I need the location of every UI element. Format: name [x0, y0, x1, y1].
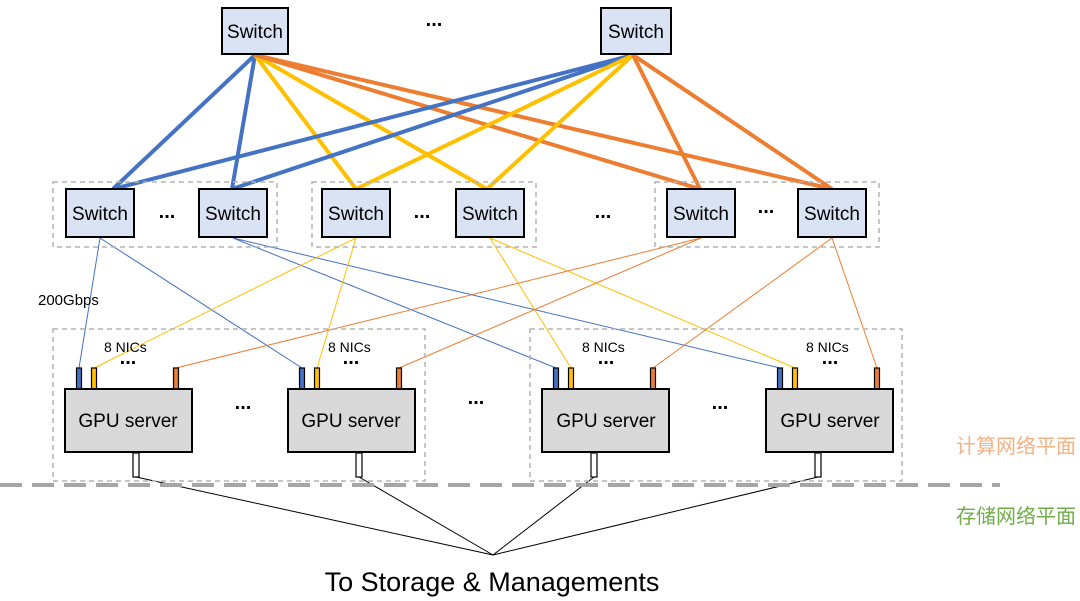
nic-ports — [75, 367, 881, 390]
gpu-server-label: GPU server — [301, 411, 401, 432]
spine-leaf-link — [112, 53, 634, 191]
nic-ellipsis: ... — [822, 347, 839, 369]
leaf-switch[interactable]: Switch — [198, 188, 268, 238]
storage-port — [590, 452, 598, 478]
leaf-nic-link — [652, 237, 833, 369]
storage-link — [492, 476, 819, 556]
leaf-nic-link — [316, 237, 357, 369]
spine-leaf-link — [254, 53, 701, 191]
nic-port — [776, 367, 784, 390]
gpu-server[interactable]: GPU server — [287, 388, 416, 453]
leaf-group-blue — [52, 181, 278, 248]
spine-leaf-link — [111, 53, 257, 191]
spine-switch-label: Switch — [608, 22, 664, 43]
storage-plane-label: 存储网络平面 — [956, 504, 1076, 528]
leaf-switch-label: Switch — [804, 204, 860, 225]
nic-ellipsis: ... — [343, 347, 360, 369]
leaf-nic-link — [232, 237, 557, 369]
storage-link — [492, 476, 595, 556]
nic-port — [172, 367, 180, 390]
storage-link — [358, 476, 494, 556]
spine-leaf-link — [231, 53, 634, 191]
leaf-ellipsis: ... — [758, 196, 775, 218]
nic-ellipsis: ... — [598, 347, 615, 369]
gpu-server[interactable]: GPU server — [765, 388, 894, 453]
storage-ports — [132, 452, 822, 478]
spine-leaf-links — [111, 53, 834, 191]
leaf-nic-link — [398, 237, 702, 369]
spine-leaf-link — [631, 54, 702, 190]
leaf-switch[interactable]: Switch — [321, 188, 391, 238]
leaf-nic-link — [78, 237, 101, 369]
server-groups-ellipsis: ... — [468, 387, 485, 409]
leaf-nic-link — [831, 237, 878, 369]
leaf-ellipsis: ... — [159, 201, 176, 223]
leaf-nic-link — [232, 237, 781, 369]
compute-plane-label: 计算网络平面 — [956, 434, 1076, 458]
leaf-switch[interactable]: Switch — [455, 188, 525, 238]
spine-leaf-link — [253, 53, 358, 191]
nic-port — [567, 367, 575, 390]
storage-port — [814, 452, 822, 478]
nic-port — [395, 367, 403, 390]
server-ellipsis: ... — [712, 392, 729, 414]
leaf-groups-ellipsis: ... — [595, 201, 612, 223]
spine-ellipsis: ... — [426, 9, 443, 31]
leaf-switch[interactable]: Switch — [797, 188, 867, 238]
storage-port — [355, 452, 363, 478]
nic-count-label: 8 NICs — [104, 339, 147, 355]
gpu-server-label: GPU server — [78, 411, 178, 432]
leaf-switch-label: Switch — [205, 204, 261, 225]
server-ellipsis: ... — [235, 392, 252, 414]
nic-port — [298, 367, 306, 390]
leaf-switch-label: Switch — [328, 204, 384, 225]
nic-port — [552, 367, 560, 390]
gpu-server[interactable]: GPU server — [64, 388, 193, 453]
spine-leaf-link — [631, 53, 834, 191]
server-group — [529, 328, 903, 482]
nic-port — [75, 367, 83, 390]
leaf-ellipsis: ... — [414, 201, 431, 223]
leaf-switch[interactable]: Switch — [65, 188, 135, 238]
spine-leaf-link — [485, 53, 635, 191]
leaf-group-yellow — [311, 181, 537, 248]
nic-count-label: 8 NICs — [328, 339, 371, 355]
spine-leaf-link — [230, 54, 257, 190]
nic-port — [791, 367, 799, 390]
leaf-nic-link — [489, 237, 572, 369]
leaf-nic-link — [175, 237, 702, 369]
spine-switch[interactable]: Switch — [221, 7, 289, 55]
nic-ellipsis: ... — [120, 347, 137, 369]
leaf-switch-label: Switch — [72, 204, 128, 225]
nic-count-label: 8 NICs — [806, 339, 849, 355]
nic-port — [90, 367, 98, 390]
nic-port — [649, 367, 657, 390]
storage-destination-label: To Storage & Managements — [325, 567, 660, 597]
nic-count-label: 8 NICs — [582, 339, 625, 355]
spine-leaf-link — [254, 53, 833, 191]
gpu-server-label: GPU server — [780, 411, 880, 432]
leaf-nic-link — [99, 237, 303, 369]
leaf-group-orange — [654, 181, 880, 248]
gpu-server[interactable]: GPU server — [541, 388, 670, 453]
link-speed-label: 200Gbps — [38, 292, 99, 309]
nic-port — [313, 367, 321, 390]
leaf-switch[interactable]: Switch — [666, 188, 736, 238]
leaf-server-links — [78, 237, 878, 369]
storage-port — [132, 452, 140, 478]
leaf-nic-link — [489, 237, 796, 369]
spine-leaf-link — [355, 53, 634, 191]
spine-switch[interactable]: Switch — [600, 7, 672, 55]
leaf-nic-link — [93, 237, 357, 369]
leaf-switch-label: Switch — [462, 204, 518, 225]
nic-port — [873, 367, 881, 390]
gpu-server-label: GPU server — [556, 411, 656, 432]
storage-links — [135, 476, 819, 556]
spine-switch-label: Switch — [227, 22, 283, 43]
storage-link — [135, 476, 494, 556]
leaf-switch-label: Switch — [673, 204, 729, 225]
server-group — [52, 328, 426, 482]
